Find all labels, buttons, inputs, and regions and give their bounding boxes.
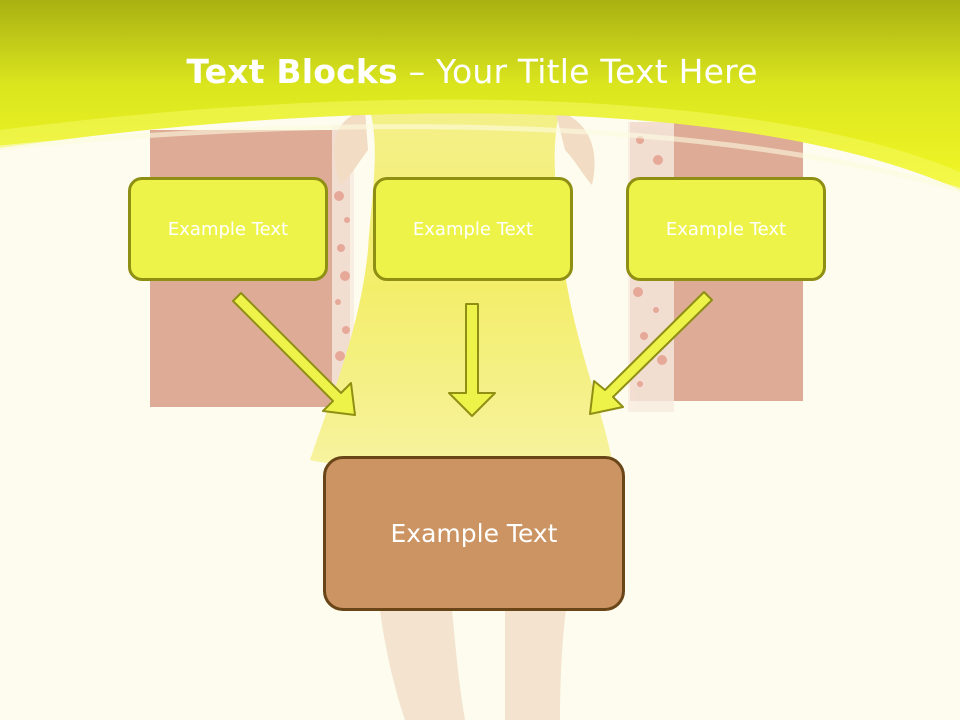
slide-title: Text Blocks – Your Title Text Here [0, 52, 944, 91]
text-block-right-label: Example Text [665, 218, 787, 240]
title-rest-text: – Your Title Text Here [397, 52, 758, 91]
text-block-center[interactable]: Example Text [373, 177, 573, 281]
text-block-left[interactable]: Example Text [128, 177, 328, 281]
arrow-left-down-right [232, 292, 356, 416]
arrow-right-down-left [589, 291, 713, 415]
text-block-center-label: Example Text [412, 218, 534, 240]
arrow-center-down [448, 303, 496, 417]
text-block-left-label: Example Text [167, 218, 289, 240]
title-bold-text: Text Blocks [186, 52, 398, 91]
header-band [0, 0, 960, 193]
result-text-block-label: Example Text [390, 519, 558, 548]
result-text-block[interactable]: Example Text [323, 456, 625, 611]
text-block-right[interactable]: Example Text [626, 177, 826, 281]
